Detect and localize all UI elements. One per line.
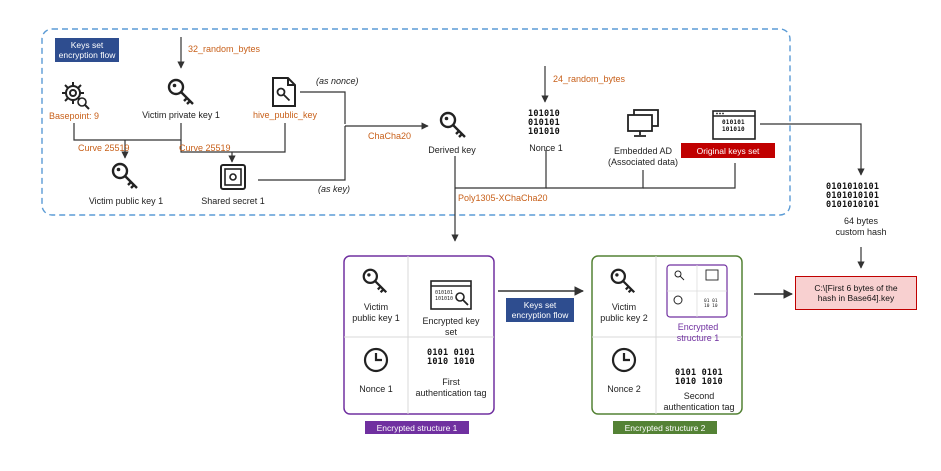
key-icon	[439, 111, 466, 138]
svg-text:010101: 010101	[435, 290, 453, 296]
window-binary-icon	[712, 110, 756, 140]
s1-victim-public-key-label: Victim public key 1	[352, 302, 400, 323]
middle-flow-badge: Keys set encryption flow	[506, 298, 574, 322]
svg-text:101010: 101010	[435, 296, 453, 302]
victim-private-key-label: Victim private key 1	[142, 110, 220, 120]
gear-icon	[62, 82, 90, 110]
curve-a-label: Curve 25519	[78, 143, 130, 153]
wire-as-key	[258, 126, 346, 181]
wire-ad-bus	[546, 170, 644, 189]
window-key-icon: 010101 101010	[430, 280, 472, 310]
nonce1-label: Nonce 1	[529, 143, 563, 153]
random32-label: 32_random_bytes	[188, 44, 261, 54]
svg-text:10 10: 10 10	[704, 303, 718, 309]
hash-label: 64 bytes custom hash	[835, 216, 887, 237]
encrypted-key-set-label: Encrypted key set	[422, 316, 480, 337]
as-nonce-label: (as nonce)	[316, 76, 359, 86]
wire-curve-b	[180, 123, 286, 153]
structure2-caption: Encrypted structure 2	[613, 421, 717, 434]
victim-public-key-label: Victim public key 1	[88, 196, 164, 206]
as-key-label: (as key)	[318, 184, 351, 194]
second-auth-tag-label: Second authentication tag	[663, 391, 735, 412]
mini-structure-icon: 01 01 10 10	[666, 264, 728, 318]
curve-b-label: Curve 25519	[179, 143, 231, 153]
output-key-file: C:\[First 6 bytes of the hash in Base64]…	[795, 276, 917, 310]
svg-text:01 01: 01 01	[704, 298, 718, 304]
key-icon	[111, 162, 138, 189]
hash-bits: 0101010101 0101010101 0101010101	[826, 182, 880, 210]
random24-label: 24_random_bytes	[553, 74, 626, 84]
s2-victim-public-key-label: Victim public key 2	[600, 302, 648, 323]
wire-orig-bus	[643, 163, 736, 189]
hive-public-key-label: hive_public_key	[252, 110, 318, 120]
nonce1-bits: 101010 010101 101010	[528, 109, 560, 137]
wire-curve-a	[73, 123, 182, 141]
structure1-caption: Encrypted structure 1	[365, 421, 469, 434]
keys-set-flow-badge: Keys set encryption flow	[55, 38, 119, 62]
key-icon	[610, 268, 636, 294]
arrow-to-hash	[760, 123, 865, 176]
basepoint-label: Basepoint: 9	[48, 111, 100, 121]
s2-tag-bits: 0101 0101 1010 1010	[675, 368, 723, 387]
embedded-ad-label: Embedded AD (Associated data)	[607, 146, 679, 167]
derived-key-label: Derived key	[428, 145, 476, 155]
chacha-label: ChaCha20	[368, 131, 412, 141]
wire-as-nonce	[300, 91, 346, 124]
shared-secret-label: Shared secret 1	[201, 196, 265, 206]
clock-icon	[363, 347, 389, 373]
safe-icon	[220, 164, 246, 190]
key-icon	[362, 268, 388, 294]
s1-nonce-label: Nonce 1	[359, 384, 393, 394]
first-auth-tag-label: First authentication tag	[415, 377, 487, 398]
top-group-frame	[41, 28, 791, 216]
clock-icon	[611, 347, 637, 373]
original-keys-set-badge: Original keys set	[681, 143, 775, 158]
s2-nonce-label: Nonce 2	[607, 384, 641, 394]
computer-icon	[627, 109, 659, 137]
encrypted-structure1-label: Encrypted structure 1	[676, 322, 720, 343]
document-key-icon	[272, 77, 296, 107]
original-keys-bits: 010101 101010	[722, 119, 745, 133]
key-icon	[167, 78, 194, 105]
poly1305-label: Poly1305-XChaCha20	[458, 193, 548, 203]
s1-tag-bits: 0101 0101 1010 1010	[427, 348, 475, 367]
